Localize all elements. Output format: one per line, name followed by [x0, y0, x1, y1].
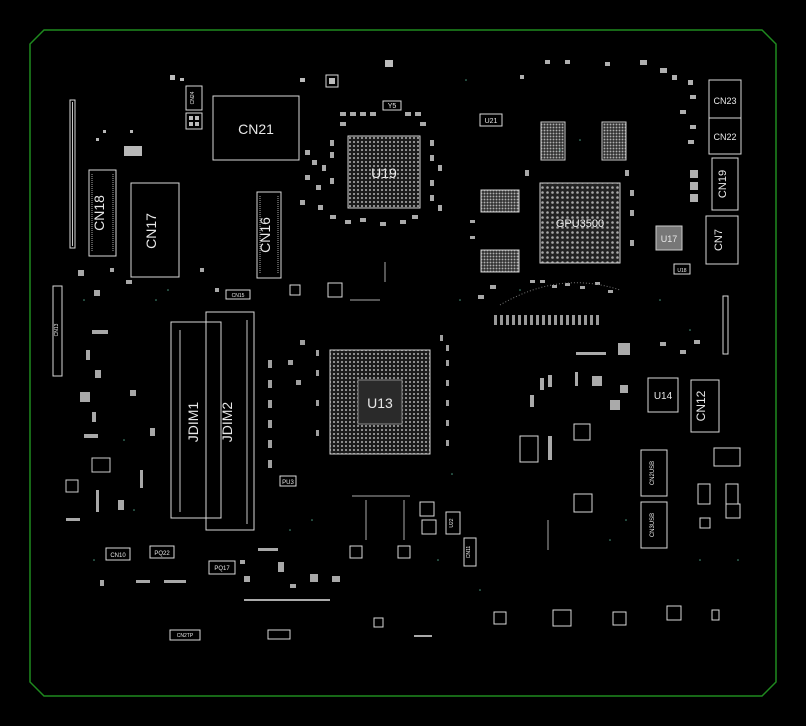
component-pq22: PQ22 [149, 545, 175, 559]
left-edge-connector [69, 99, 76, 249]
label-cn2usb: CN2USB [650, 461, 656, 485]
component-cn10: CN10 [105, 547, 131, 561]
label-cn23: CN23 [713, 96, 736, 106]
board-outline [29, 29, 777, 697]
label-pq22: PQ22 [154, 551, 170, 557]
label-cn16: CN16 [257, 217, 273, 253]
component-gpu3500: GPU3500 [539, 182, 621, 264]
label-cn2tp: CN2TP [177, 633, 194, 639]
component-u22: U22 [445, 511, 461, 535]
label-cn3usb: CN3USB [650, 513, 656, 537]
component-cn22: CN22 [708, 117, 742, 155]
label-cn22: CN22 [713, 132, 736, 142]
label-cn24: CN24 [190, 91, 196, 104]
label-cn12: CN12 [694, 390, 708, 421]
label-cn10: CN10 [110, 553, 126, 559]
memory-chip-2 [601, 121, 627, 161]
memory-chip-3 [480, 189, 520, 213]
component-pq17: PQ17 [208, 560, 236, 575]
component-u17: U17 [655, 225, 683, 251]
label-u18: U18 [677, 268, 686, 274]
component-cn15: CN15 [225, 289, 251, 300]
component-cn24: CN24 [185, 85, 203, 111]
component-cn21: CN21 [212, 95, 300, 161]
label-cn19: CN19 [717, 170, 729, 198]
component-pu3: PU3 [279, 475, 297, 487]
component-cn7: CN7 [705, 215, 739, 265]
component-u19: U19 [347, 135, 421, 209]
component-cn16: CN16 [256, 191, 282, 279]
memory-chip-4 [480, 249, 520, 273]
label-jdim1: JDIM1 [185, 402, 201, 443]
memory-chip-1 [540, 121, 566, 161]
label-u22: U22 [449, 518, 455, 527]
component-u13: U13 [329, 349, 431, 455]
label-gpu3500: GPU3500 [556, 218, 604, 230]
label-y5: Y5 [388, 103, 397, 110]
label-jdim2: JDIM2 [219, 402, 235, 443]
label-cn13: CN13 [54, 323, 60, 336]
component-cn17: CN17 [130, 182, 180, 278]
component-u18: U18 [673, 263, 691, 275]
label-cn11: CN11 [466, 546, 472, 559]
component-cn19: CN19 [711, 157, 739, 211]
label-cn17: CN17 [143, 213, 159, 249]
component-cn11: CN11 [463, 537, 477, 567]
label-cn18: CN18 [91, 195, 107, 231]
component-jdim2: JDIM2 [205, 311, 255, 531]
label-cn7: CN7 [713, 229, 725, 251]
component-jdim1: JDIM1 [170, 321, 222, 519]
component-cn3usb: CN3USB [640, 501, 668, 549]
label-u21: U21 [485, 118, 498, 125]
component-cn2usb: CN2USB [640, 449, 668, 497]
label-u17: U17 [661, 234, 678, 244]
label-u19: U19 [371, 165, 397, 181]
label-u14: U14 [654, 391, 673, 402]
component-cn12: CN12 [690, 379, 720, 433]
component-u14: U14 [647, 377, 679, 413]
component-u21: U21 [479, 113, 503, 127]
label-u13: U13 [367, 395, 393, 411]
label-cn21: CN21 [238, 121, 274, 137]
label-cn15: CN15 [232, 293, 245, 299]
component-cn23: CN23 [708, 79, 742, 119]
component-y5: Y5 [382, 100, 402, 111]
label-pu3: PU3 [282, 480, 294, 486]
component-cn2tp: CN2TP [169, 629, 201, 641]
component-cn18: CN18 [88, 169, 117, 257]
component-cn13: CN13 [52, 285, 63, 377]
label-pq17: PQ17 [214, 566, 230, 572]
